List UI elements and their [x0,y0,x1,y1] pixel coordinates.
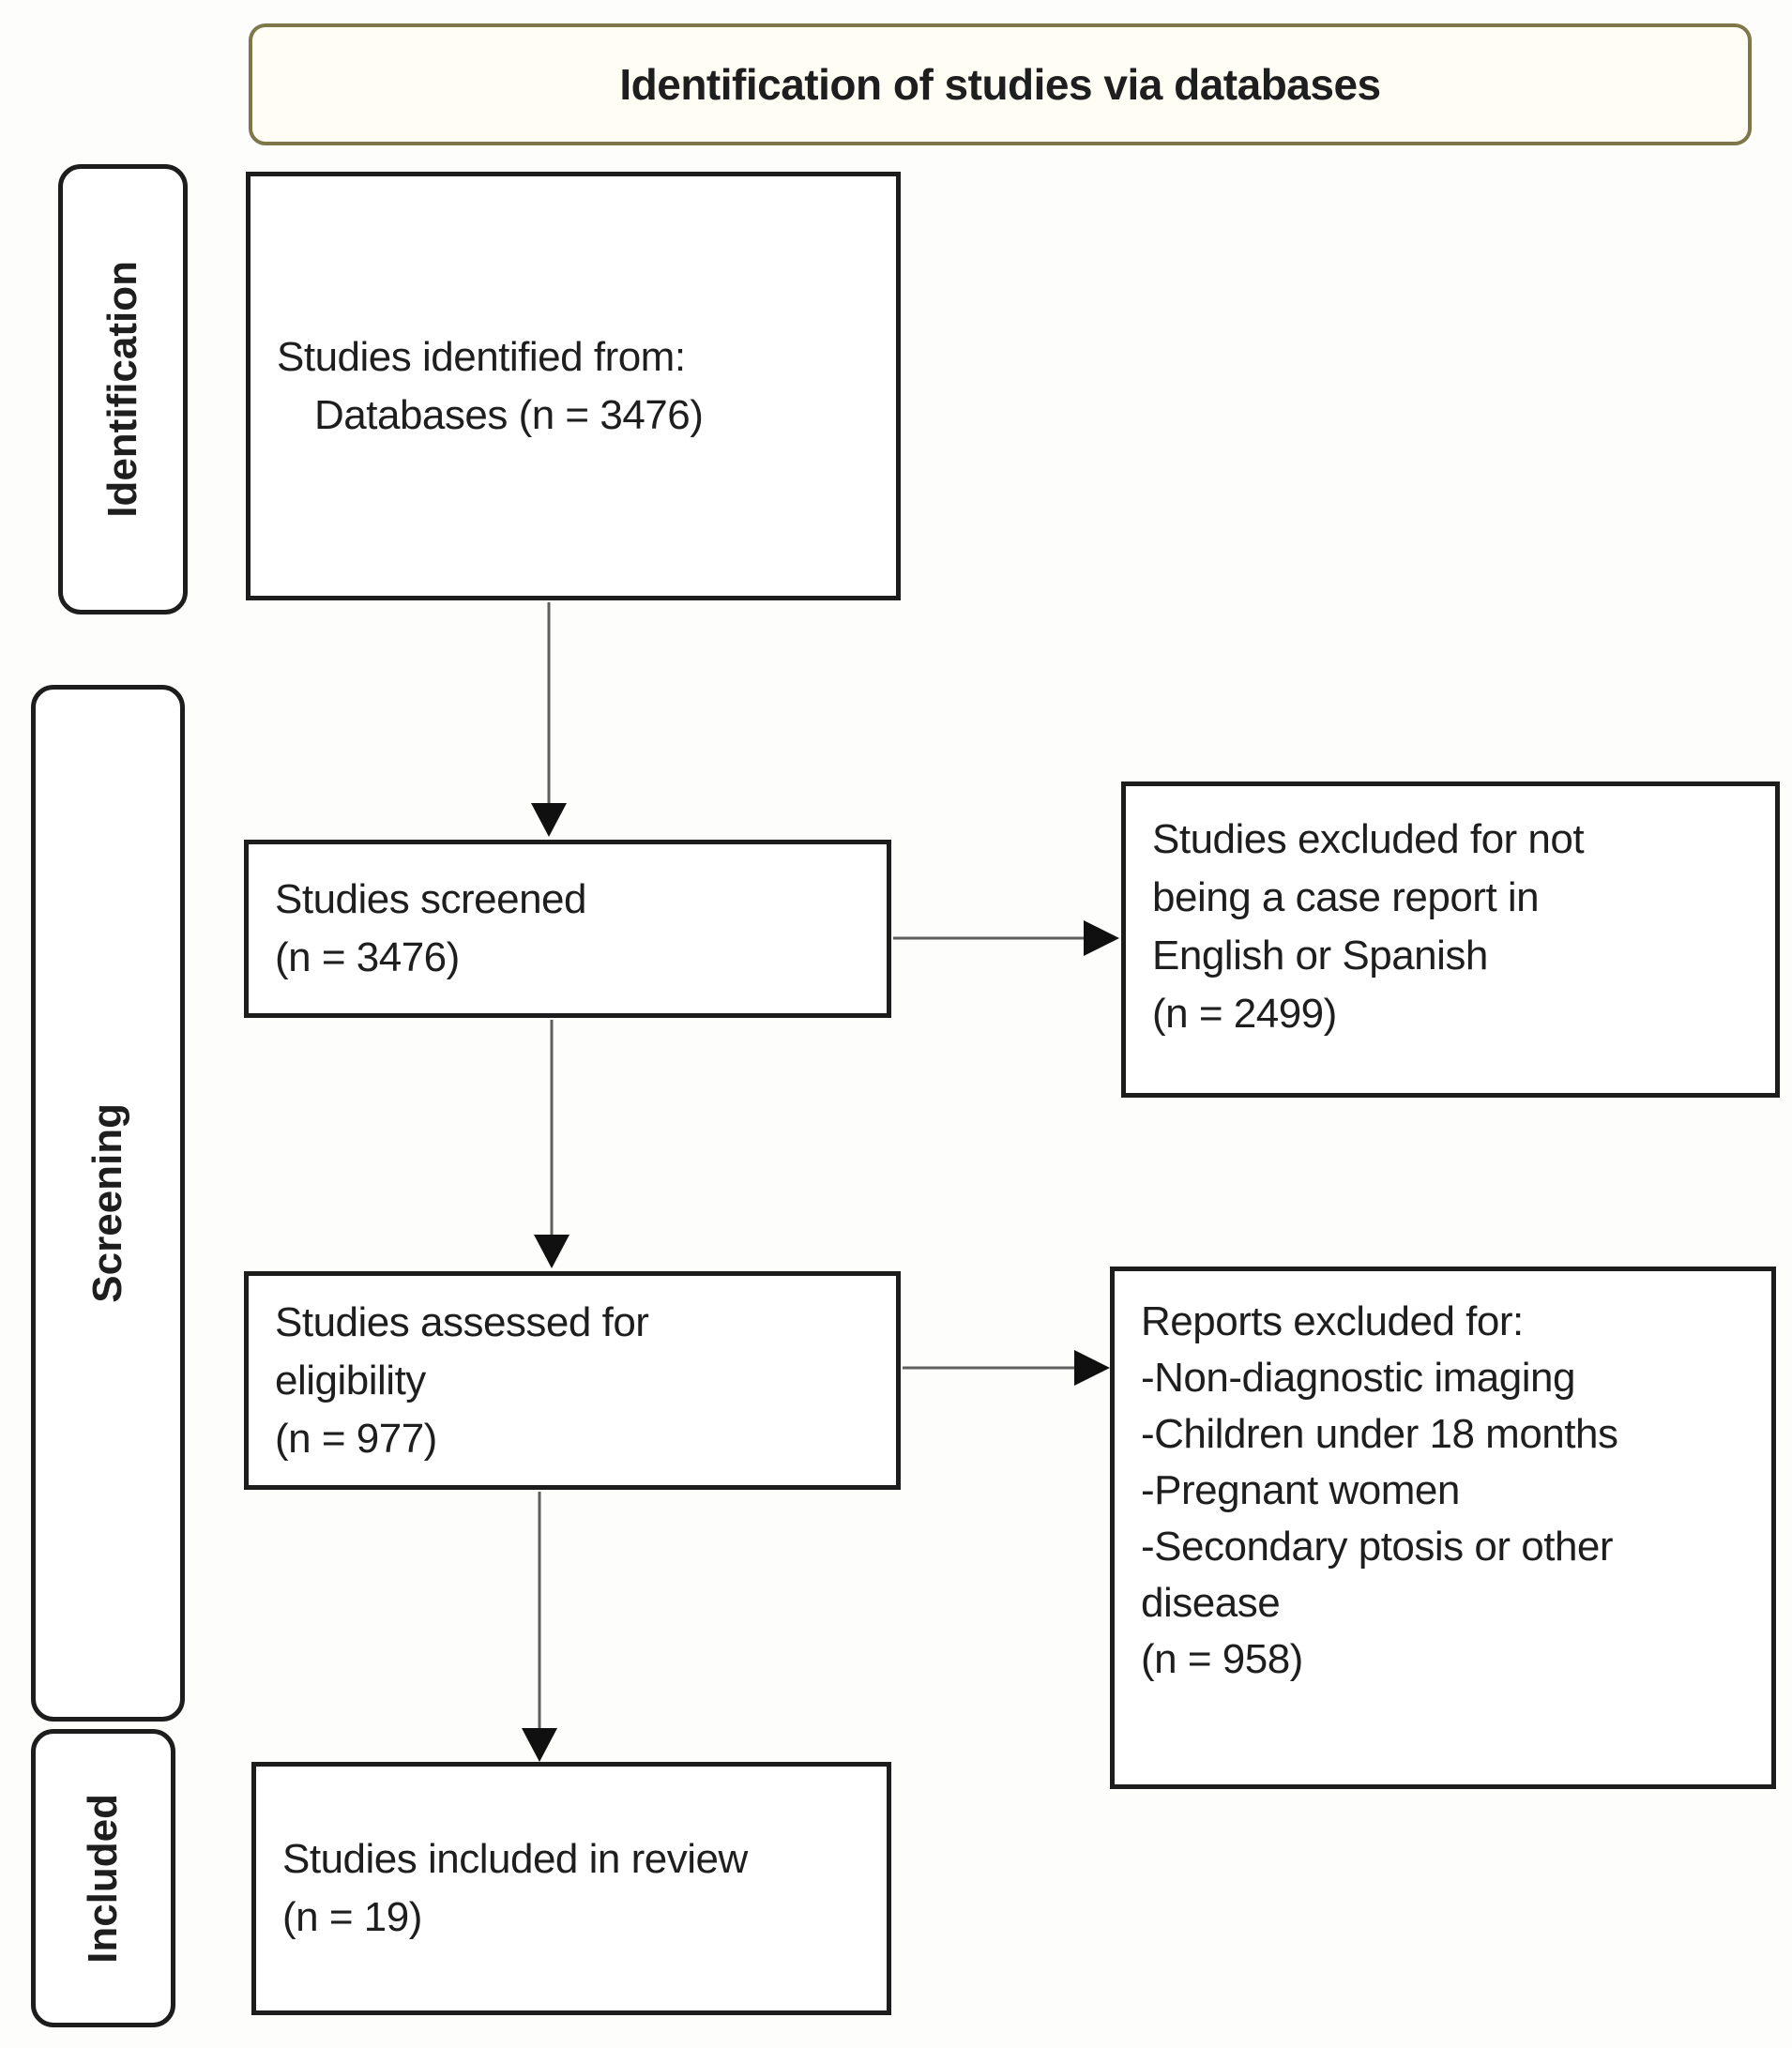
stage-label-identification-text: Identification [99,261,145,518]
stage-label-screening-text: Screening [84,1103,130,1303]
arrow-line [538,1492,541,1730]
arrowhead-down-icon [522,1728,557,1762]
box-text-line: (n = 2499) [1152,991,1337,1037]
arrow-line [547,602,551,805]
box-text-line: -Secondary ptosis or other [1141,1524,1614,1570]
box-text-line: being a case report in [1152,874,1540,920]
box-text-line: -Pregnant women [1141,1467,1460,1513]
box-studies-excluded-screening: Studies excluded for not being a case re… [1121,781,1780,1098]
stage-label-screening: Screening [31,685,185,1722]
box-studies-included: Studies included in review (n = 19) [251,1762,891,2015]
stage-label-included: Included [31,1729,175,2027]
header-title: Identification of studies via databases [619,60,1381,109]
box-text-line: Databases (n = 3476) [314,391,704,438]
arrow-line [893,936,1086,940]
box-text-line: -Children under 18 months [1141,1411,1618,1457]
arrowhead-down-icon [531,803,567,837]
box-text-line: -Non-diagnostic imaging [1141,1355,1575,1401]
box-reports-excluded-eligibility: Reports excluded for: -Non-diagnostic im… [1110,1267,1776,1789]
arrow-screened-to-assessed [534,1020,569,1268]
arrow-assessed-to-included [522,1492,557,1762]
header-box: Identification of studies via databases [249,23,1752,145]
box-text-line: Studies included in review [282,1836,748,1882]
arrow-assessed-to-excluded [903,1350,1110,1386]
box-text-line: disease [1141,1580,1281,1626]
box-text-line: English or Spanish [1152,933,1488,978]
arrow-line [550,1020,554,1236]
arrow-screened-to-excluded [893,920,1119,956]
arrowhead-right-icon [1074,1350,1110,1386]
arrow-identified-to-screened [531,602,567,837]
box-text-line: (n = 958) [1141,1636,1303,1682]
box-text-line: Studies assessed for [275,1298,649,1345]
stage-label-included-text: Included [80,1793,126,1964]
box-text-line: eligibility [275,1357,426,1403]
arrow-line [903,1366,1076,1370]
box-studies-assessed: Studies assessed for eligibility (n = 97… [244,1271,901,1490]
box-text-line: (n = 3476) [275,934,460,980]
box-studies-identified: Studies identified from: Databases (n = … [246,172,901,600]
box-studies-screened: Studies screened (n = 3476) [244,840,891,1018]
box-text-line: (n = 19) [282,1894,422,1940]
box-text-line: Studies identified from: [277,333,686,380]
stage-label-identification: Identification [58,164,188,614]
box-text-line: Studies excluded for not [1152,816,1585,862]
box-text-line: Reports excluded for: [1141,1298,1524,1344]
arrowhead-right-icon [1084,920,1119,956]
box-text-line: (n = 977) [275,1415,437,1462]
box-text-line: Studies screened [275,876,587,922]
arrowhead-down-icon [534,1235,569,1268]
